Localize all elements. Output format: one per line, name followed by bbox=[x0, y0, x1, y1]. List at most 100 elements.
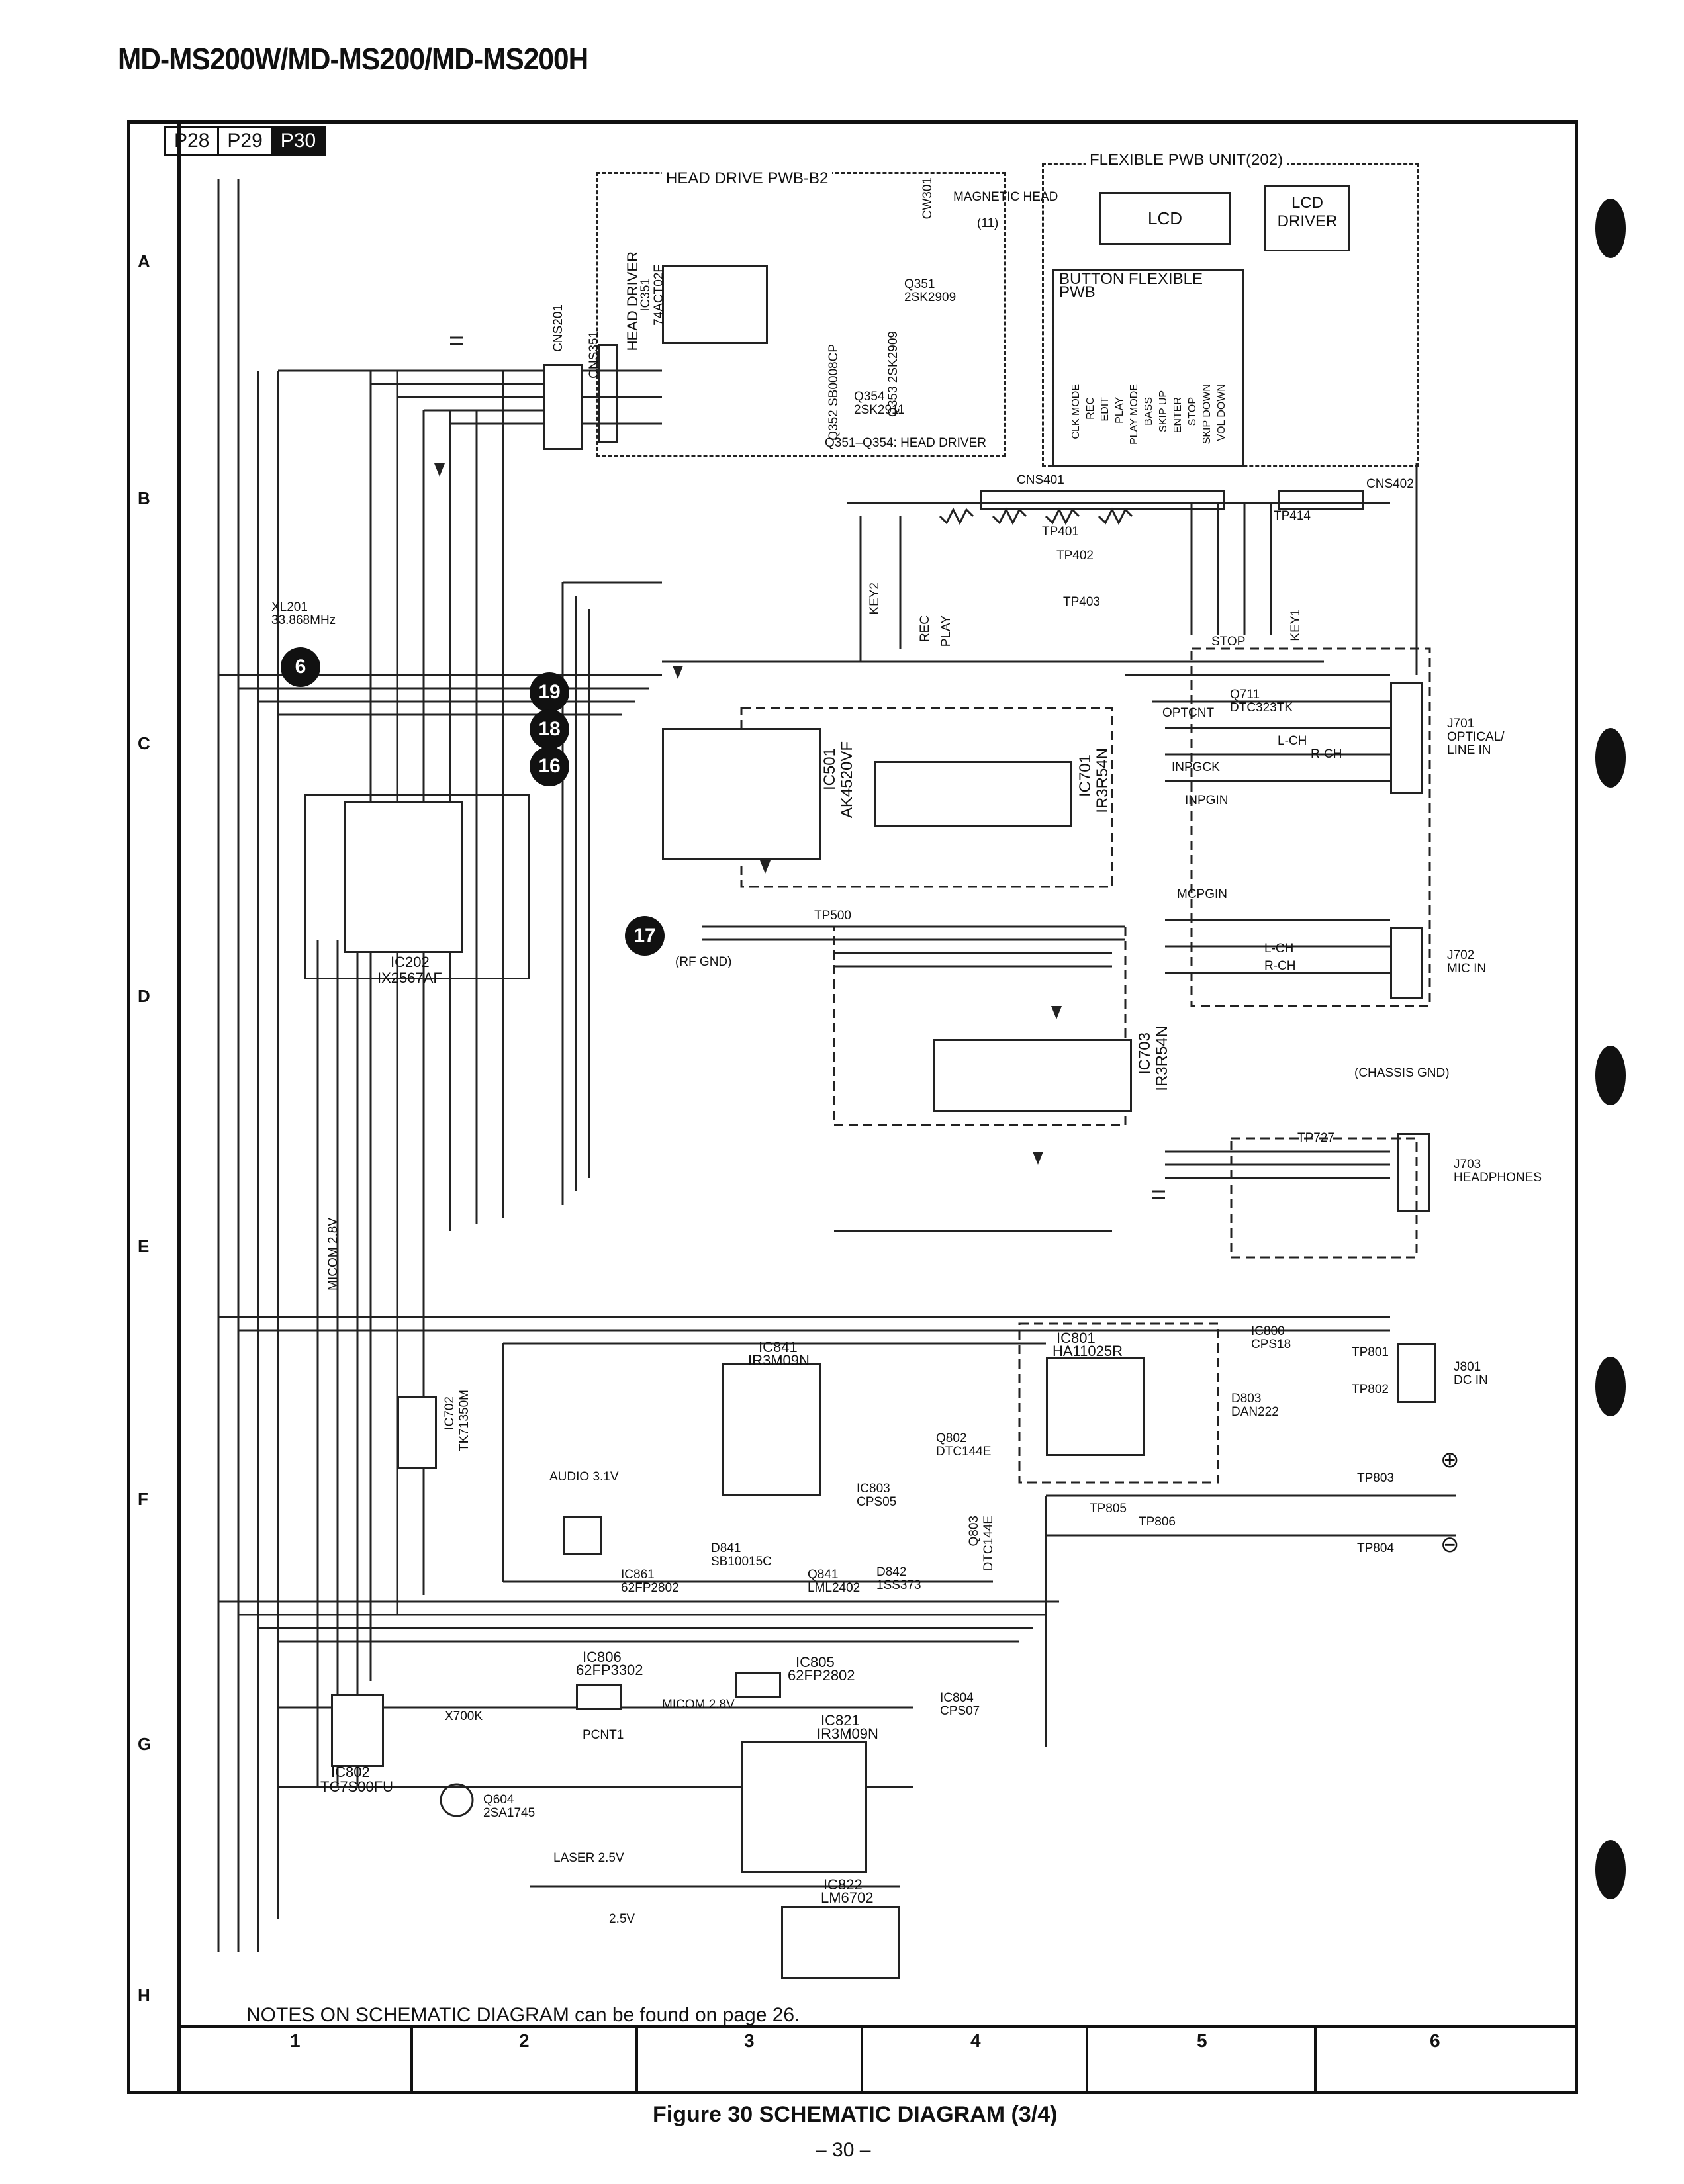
ic821-body bbox=[741, 1741, 867, 1873]
row-index-column bbox=[127, 120, 177, 2094]
ic351-part: 74ACT02F bbox=[652, 265, 666, 326]
button-enter[interactable]: ENTER bbox=[1172, 397, 1184, 433]
ref-marker-17: 18 bbox=[530, 709, 569, 749]
ic806-body bbox=[576, 1684, 622, 1710]
lcd-driver-block: LCD DRIVER bbox=[1264, 185, 1350, 251]
ic701-part: IR3R54N bbox=[1094, 748, 1111, 813]
button-rec[interactable]: REC bbox=[1085, 397, 1096, 420]
rf-gnd-label: (RF GND) bbox=[675, 955, 732, 969]
button-play[interactable]: PLAY bbox=[1114, 397, 1125, 424]
rch-label-1: R-CH bbox=[1311, 747, 1342, 761]
ic861-body bbox=[563, 1516, 602, 1555]
magnetic-head-label: MAGNETIC HEAD bbox=[953, 190, 1058, 204]
ic202-frame bbox=[304, 794, 530, 979]
ic841-ref: IC841 bbox=[759, 1339, 798, 1355]
ic822-body bbox=[781, 1906, 900, 1979]
row-label-c: C bbox=[138, 733, 150, 753]
x700k-label: X700K bbox=[445, 1709, 483, 1723]
ic701-body bbox=[874, 761, 1072, 827]
tab-p30[interactable]: P30 bbox=[272, 128, 324, 154]
column-divider bbox=[1086, 2025, 1088, 2094]
laser-label: LASER 2.5V bbox=[553, 1851, 624, 1865]
d841-ref: D841 bbox=[711, 1541, 741, 1555]
q841-part: LML2402 bbox=[808, 1581, 861, 1595]
cns201-label: CNS201 bbox=[551, 304, 565, 352]
ic501-ref: IC501 bbox=[821, 748, 839, 791]
ic802-body bbox=[331, 1694, 384, 1767]
q803-ref: Q803 bbox=[967, 1516, 981, 1547]
tp806-label: TP806 bbox=[1139, 1515, 1176, 1529]
cns402-label: CNS402 bbox=[1366, 477, 1414, 491]
head-driver-note: Q351–Q354: HEAD DRIVER bbox=[825, 436, 986, 450]
row-label-g: G bbox=[138, 1734, 152, 1754]
j701-jack bbox=[1390, 682, 1423, 794]
ic861-part: 62FP2802 bbox=[621, 1581, 679, 1595]
ic703-body bbox=[933, 1039, 1132, 1112]
ic841-body bbox=[722, 1363, 821, 1496]
ic805-ref: IC805 bbox=[796, 1654, 835, 1670]
ic702-body bbox=[397, 1396, 437, 1469]
q711-ref: Q711 bbox=[1230, 688, 1260, 702]
column-divider bbox=[410, 2025, 413, 2094]
key2-label: KEY2 bbox=[868, 582, 882, 615]
button-vol-down[interactable]: VOL DOWN bbox=[1216, 384, 1227, 441]
ic804-part: CPS07 bbox=[940, 1704, 980, 1718]
column-label-6: 6 bbox=[1430, 2030, 1440, 2051]
row-label-f: F bbox=[138, 1489, 148, 1509]
chassis-gnd-label: (CHASSIS GND) bbox=[1354, 1066, 1450, 1080]
d841-part: SB10015C bbox=[711, 1555, 772, 1569]
ic806-part: 62FP3302 bbox=[576, 1662, 643, 1678]
j801-label: DC IN bbox=[1454, 1373, 1488, 1387]
button-skip-up[interactable]: SKIP UP bbox=[1158, 390, 1169, 432]
column-label-1: 1 bbox=[290, 2030, 301, 2051]
lch-label-2: L-CH bbox=[1264, 942, 1294, 956]
ic800-ref: IC800 bbox=[1251, 1324, 1285, 1338]
schematic-notes: NOTES ON SCHEMATIC DIAGRAM can be found … bbox=[246, 2004, 800, 2026]
column-label-5: 5 bbox=[1197, 2030, 1207, 2051]
j801-jack bbox=[1397, 1343, 1436, 1403]
d803-ref: D803 bbox=[1231, 1392, 1262, 1406]
button-stop[interactable]: STOP bbox=[1187, 397, 1198, 426]
head-drive-title: HEAD DRIVE PWB-B2 bbox=[662, 169, 833, 188]
button-play-mode[interactable]: PLAY MODE bbox=[1129, 384, 1140, 445]
tp803-label: TP803 bbox=[1357, 1471, 1394, 1485]
punch-hole bbox=[1595, 1046, 1626, 1105]
v25-label: 2.5V bbox=[609, 1912, 635, 1926]
button-edit[interactable]: EDIT bbox=[1099, 397, 1111, 422]
tp802-label: TP802 bbox=[1352, 1383, 1389, 1396]
ic822-ref: IC822 bbox=[823, 1876, 863, 1893]
figure-caption: Figure 30 SCHEMATIC DIAGRAM (3/4) bbox=[653, 2102, 1058, 2127]
tab-p29[interactable]: P29 bbox=[219, 128, 273, 154]
column-divider bbox=[1314, 2025, 1317, 2094]
ic202-ref: IC202 bbox=[391, 954, 430, 970]
ic202-part: IX2567AF bbox=[377, 970, 442, 986]
optcnt-label: OPTCNT bbox=[1162, 706, 1215, 720]
ic351-ref: IC351 bbox=[639, 278, 653, 312]
row-label-d: D bbox=[138, 986, 150, 1006]
tp414-label: TP414 bbox=[1274, 509, 1311, 523]
tp500-label: TP500 bbox=[814, 909, 851, 923]
model-title: MD-MS200W/MD-MS200/MD-MS200H bbox=[118, 42, 588, 76]
button-skip-down[interactable]: SKIP DOWN bbox=[1201, 384, 1213, 445]
ic803-ref: IC803 bbox=[857, 1482, 890, 1496]
row-label-e: E bbox=[138, 1236, 150, 1256]
q352-label: Q352 SB0008CP bbox=[827, 344, 841, 441]
row-label-b: B bbox=[138, 488, 150, 508]
d842-part: 1SS373 bbox=[876, 1578, 921, 1592]
ic801-part: HA11025R bbox=[1052, 1343, 1123, 1359]
row-label-h: H bbox=[138, 1985, 150, 2005]
button-bass[interactable]: BASS bbox=[1143, 397, 1154, 426]
ic202-body bbox=[344, 801, 463, 953]
inpgin-label: INPGIN bbox=[1185, 794, 1229, 807]
ref-marker-18: 19 bbox=[530, 672, 569, 712]
ic800-part: CPS18 bbox=[1251, 1338, 1291, 1351]
rch-label-2: R-CH bbox=[1264, 959, 1296, 973]
j702-label: MIC IN bbox=[1447, 962, 1487, 976]
j702-jack bbox=[1390, 927, 1423, 999]
button-clk-mode[interactable]: CLK MODE bbox=[1070, 384, 1082, 439]
lcd-block: LCD bbox=[1099, 192, 1231, 245]
ic821-part: IR3M09N bbox=[817, 1725, 878, 1742]
column-scale bbox=[177, 2025, 1578, 2054]
page-number: – 30 – bbox=[816, 2139, 871, 2161]
schematic-frame bbox=[177, 120, 1578, 2094]
